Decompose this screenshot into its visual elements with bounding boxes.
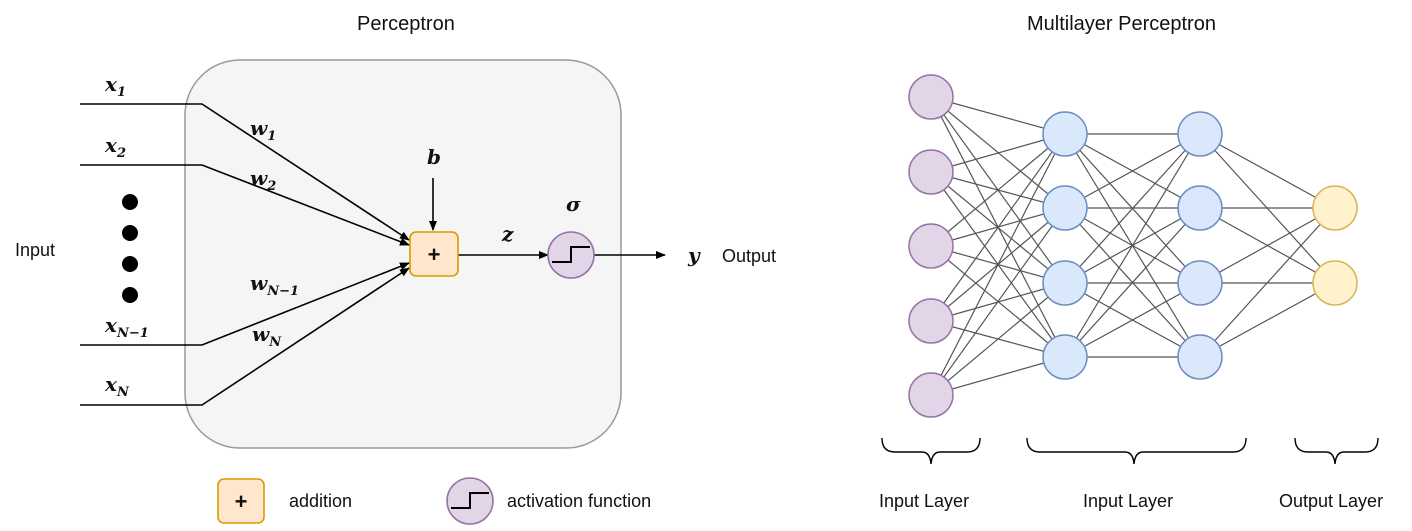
legend-addition-swatch	[217, 478, 265, 524]
input-xn-1-label: xN−1	[105, 313, 149, 341]
mlp-edge	[1199, 133, 1336, 209]
brace-output-layer	[1294, 437, 1379, 465]
weight-wn-label: wN	[252, 322, 282, 350]
mlp-layer-label-output: Output Layer	[1279, 491, 1384, 511]
legend-activation-label: activation function	[507, 491, 652, 511]
input-line-xn	[80, 267, 410, 406]
mlp-edge	[930, 207, 1066, 396]
mlp-nodes	[908, 74, 1358, 418]
mlp-edge	[930, 133, 1066, 173]
mlp-edge	[1064, 282, 1201, 358]
brace-hidden-layers	[1026, 437, 1247, 465]
step-function-icon	[552, 246, 590, 263]
legend-addition-label: addition	[289, 491, 353, 511]
ellipsis-dots	[122, 194, 138, 303]
perceptron-box	[184, 59, 622, 449]
mlp-title: Multilayer Perceptron	[1027, 13, 1216, 35]
mlp-edge	[930, 133, 1066, 322]
mlp-edge	[930, 96, 1066, 135]
perceptron-title: Perceptron	[357, 13, 455, 35]
mlp-node-layer-1	[908, 298, 954, 344]
mlp-edge	[930, 356, 1066, 396]
legend-addition-symbol: +	[235, 489, 248, 514]
mlp-layer-label-input: Input Layer	[879, 491, 970, 511]
input-line-xn-1	[80, 262, 410, 346]
weight-w2-label: w2	[250, 166, 277, 194]
input-x1-label: x1	[105, 72, 126, 100]
mlp-node-layer-3	[1177, 111, 1223, 157]
activation-node	[547, 231, 595, 279]
weight-w1-label: w1	[250, 116, 277, 144]
sum-node	[409, 231, 459, 277]
mlp-node-layer-2	[1042, 111, 1088, 157]
mlp-edge	[1064, 133, 1201, 284]
mlp-edge	[1064, 207, 1201, 358]
mlp-node-layer-1	[908, 149, 954, 195]
weight-wn-1-label: wN−1	[250, 271, 300, 299]
mlp-node-layer-2	[1042, 334, 1088, 380]
input-line-x2	[80, 164, 410, 246]
z-label: z	[502, 222, 514, 246]
legend-activation-swatch	[446, 477, 494, 525]
input-line-x1	[80, 103, 410, 241]
mlp-edge	[930, 133, 1066, 247]
input-x2-label: x2	[105, 133, 126, 161]
layer-braces	[881, 437, 1379, 465]
mlp-edge	[1064, 133, 1201, 358]
input-xn-label: xN	[105, 372, 129, 400]
mlp-edge	[1199, 207, 1336, 284]
mlp-node-layer-1	[908, 74, 954, 120]
mlp-edge	[930, 133, 1066, 396]
mlp-node-layer-1	[908, 372, 954, 418]
mlp-node-layer-3	[1177, 260, 1223, 306]
mlp-edge	[1064, 133, 1201, 209]
mlp-node-layer-1	[908, 223, 954, 269]
mlp-edge	[930, 282, 1066, 396]
sigma-label: σ	[566, 192, 581, 216]
mlp-node-layer-3	[1177, 334, 1223, 380]
mlp-node-layer-2	[1042, 260, 1088, 306]
mlp-edges	[930, 96, 1336, 396]
legend-step-function-icon	[451, 492, 489, 509]
input-label: Input	[15, 240, 56, 260]
sum-symbol: +	[428, 242, 441, 267]
input-connections	[80, 103, 410, 406]
mlp-layer-label-hidden: Input Layer	[1083, 491, 1174, 511]
bias-label: b	[427, 145, 441, 169]
mlp-node-layer-2	[1042, 185, 1088, 231]
output-label: Output	[722, 246, 777, 266]
mlp-edge	[1199, 207, 1336, 358]
mlp-node-layer-3	[1177, 185, 1223, 231]
mlp-edge	[1199, 282, 1336, 358]
mlp-node-layer-4	[1312, 185, 1358, 231]
brace-input-layer	[881, 437, 981, 465]
mlp-node-layer-4	[1312, 260, 1358, 306]
y-label: y	[688, 243, 700, 267]
